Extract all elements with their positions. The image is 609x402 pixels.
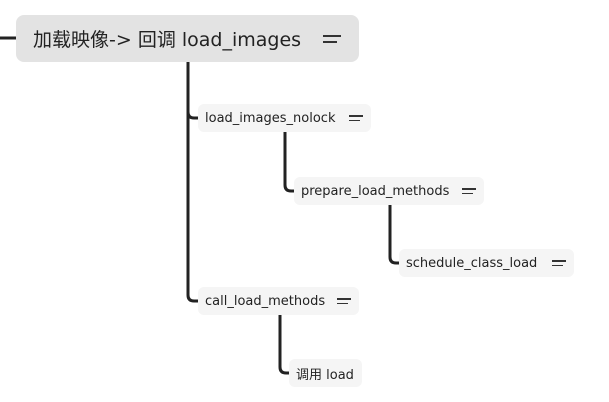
node-label: schedule_class_load: [406, 255, 538, 271]
notes-icon[interactable]: [349, 112, 363, 124]
node-label: prepare_load_methods: [301, 183, 450, 199]
notes-icon[interactable]: [337, 295, 351, 307]
node-label: 调用 load: [296, 367, 354, 383]
connector-root-nolock: [186, 60, 200, 120]
notes-icon[interactable]: [462, 185, 476, 197]
node-schedule-class-load[interactable]: schedule_class_load: [399, 249, 574, 277]
node-call-load[interactable]: 调用 load: [289, 359, 362, 387]
root-node[interactable]: 加载映像-> 回调 load_images: [16, 15, 359, 62]
node-label: call_load_methods: [205, 293, 326, 309]
node-prepare-load-methods[interactable]: prepare_load_methods: [294, 177, 484, 205]
notes-icon[interactable]: [323, 31, 341, 47]
root-label: 加载映像-> 回调 load_images: [33, 29, 302, 51]
connector-call-load: [278, 313, 291, 375]
connector-prepare-schedule: [388, 203, 401, 265]
notes-icon[interactable]: [552, 257, 566, 269]
node-call-load-methods[interactable]: call_load_methods: [198, 287, 359, 315]
node-label: load_images_nolock: [205, 110, 336, 126]
node-load-images-nolock[interactable]: load_images_nolock: [198, 104, 371, 132]
connector-nolock-prepare: [283, 130, 296, 193]
connector-root-call: [186, 110, 200, 303]
